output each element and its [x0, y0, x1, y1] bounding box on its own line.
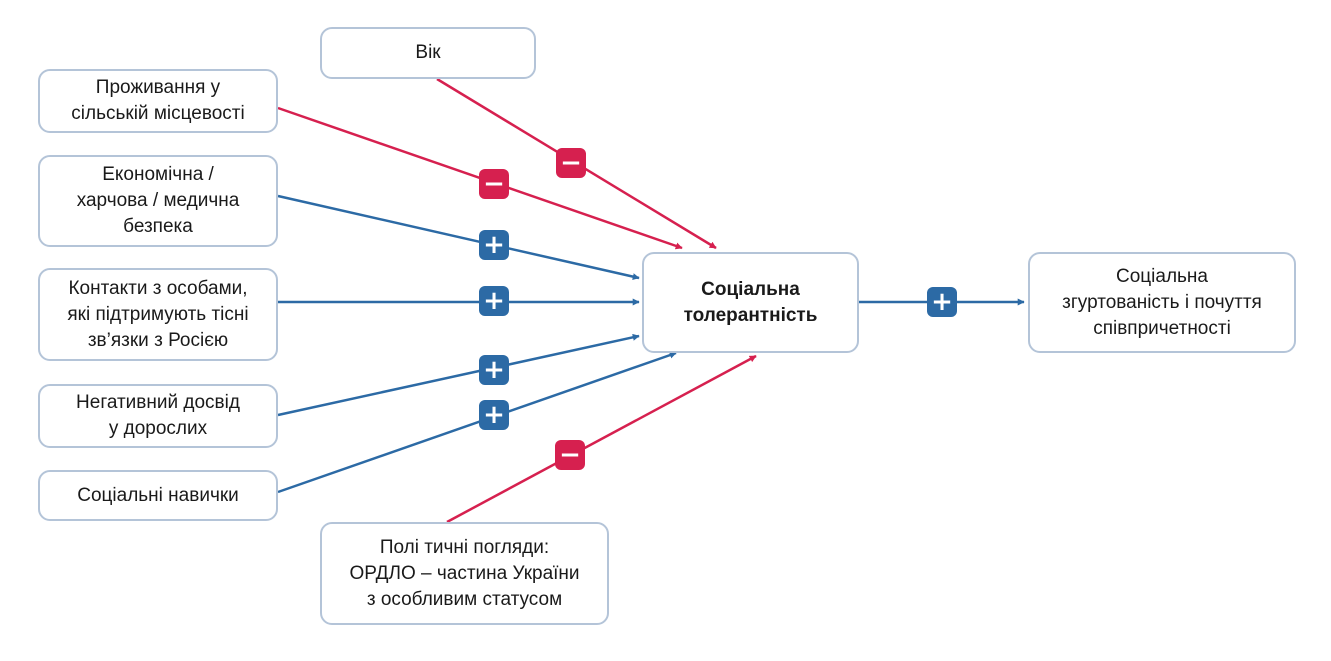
- plus-badge-security: +: [479, 230, 509, 260]
- node-political: Полі тичні погляди: ОРДЛО – частина Укра…: [320, 522, 609, 625]
- node-rural: Проживання у сільській місцевості: [38, 69, 278, 133]
- node-age: Вік: [320, 27, 536, 79]
- node-contacts-label: Контакти з особами, які підтримують тісн…: [67, 277, 249, 351]
- plus-badge-social_skills: +: [479, 400, 509, 430]
- plus-badge-negative_experience: +: [479, 355, 509, 385]
- minus-badge-age: −: [556, 148, 586, 178]
- node-social-skills: Соціальні навички: [38, 470, 278, 521]
- edge-social_skills-to-tolerance: [277, 351, 677, 494]
- edge-security-to-tolerance: [277, 194, 640, 281]
- node-contacts: Контакти з особами, які підтримують тісн…: [38, 268, 278, 361]
- node-cohesion: Соціальна згуртованість і почуття співпр…: [1028, 252, 1296, 353]
- edge-negative_experience-to-tolerance: [277, 333, 640, 417]
- minus-badge-political: −: [555, 440, 585, 470]
- node-negative-experience: Негативний досвід у дорослих: [38, 384, 278, 448]
- node-age-label: Вік: [415, 42, 441, 63]
- node-security-label: Економічна / харчова / медична безпека: [76, 164, 240, 237]
- node-tolerance: Соціальна толерантність: [642, 252, 859, 353]
- plus-badge-tolerance: +: [927, 287, 957, 317]
- node-tolerance-label: Соціальна толерантність: [683, 278, 818, 326]
- node-rural-label: Проживання у сільській місцевості: [71, 77, 245, 124]
- node-negative-experience-label: Негативний досвід у дорослих: [76, 392, 240, 439]
- node-security: Економічна / харчова / медична безпека: [38, 155, 278, 247]
- node-social-skills-label: Соціальні навички: [77, 484, 239, 506]
- minus-badge-rural: −: [479, 169, 509, 199]
- node-cohesion-label: Соціальна згуртованість і почуття співпр…: [1062, 265, 1262, 339]
- edge-political-to-tolerance: [446, 354, 757, 524]
- node-political-label: Полі тичні погляди: ОРДЛО – частина Укра…: [349, 536, 580, 610]
- plus-badge-contacts: +: [479, 286, 509, 316]
